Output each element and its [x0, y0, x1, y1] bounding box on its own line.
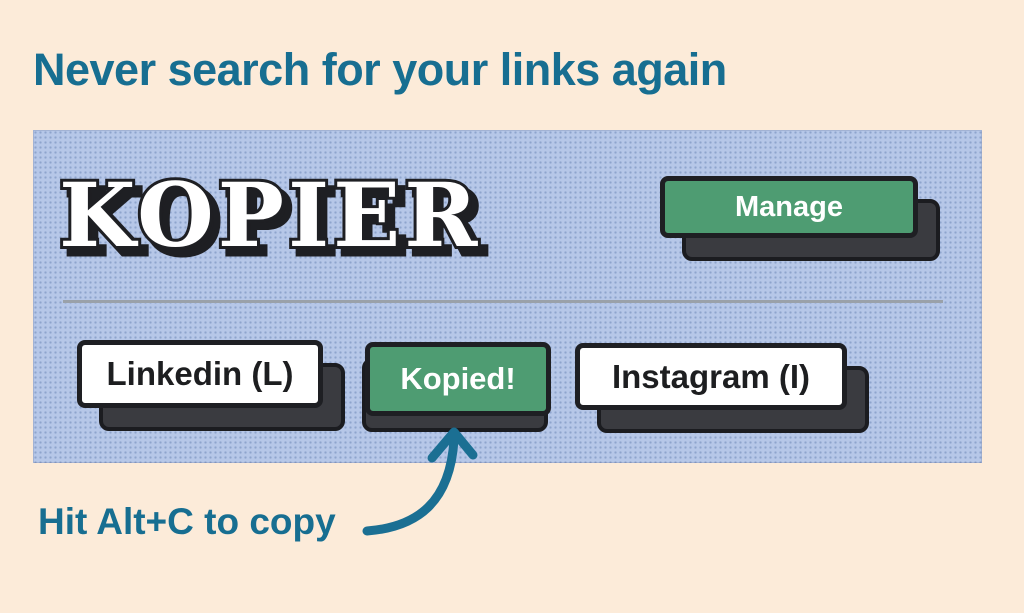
- curved-arrow-icon: [362, 427, 478, 536]
- kopier-logo-shadow-text: KOPIER: [66, 170, 488, 274]
- manage-button-wrap: Manage: [660, 176, 940, 261]
- annotation-text: Hit Alt+C to copy: [38, 501, 336, 542]
- extension-popup-panel: KOPIER KOPIER Manage Linkedin (L) Kopied…: [33, 130, 982, 463]
- kopier-logo-text: KOPIER: [59, 163, 481, 267]
- headline: Never search for your links again: [33, 44, 727, 95]
- kopier-logo: KOPIER KOPIER: [56, 160, 488, 278]
- shortcut-instagram-wrap: Instagram (I): [575, 343, 869, 433]
- shortcut-button-linkedin[interactable]: Linkedin (L): [77, 340, 323, 408]
- manage-button[interactable]: Manage: [660, 176, 918, 238]
- shortcut-button-instagram[interactable]: Instagram (I): [575, 343, 847, 410]
- shortcut-linkedin-wrap: Linkedin (L): [77, 340, 345, 431]
- shortcut-kopied-wrap: Kopied!: [362, 342, 551, 432]
- divider: [63, 300, 943, 303]
- shortcut-button-kopied[interactable]: Kopied!: [365, 342, 551, 416]
